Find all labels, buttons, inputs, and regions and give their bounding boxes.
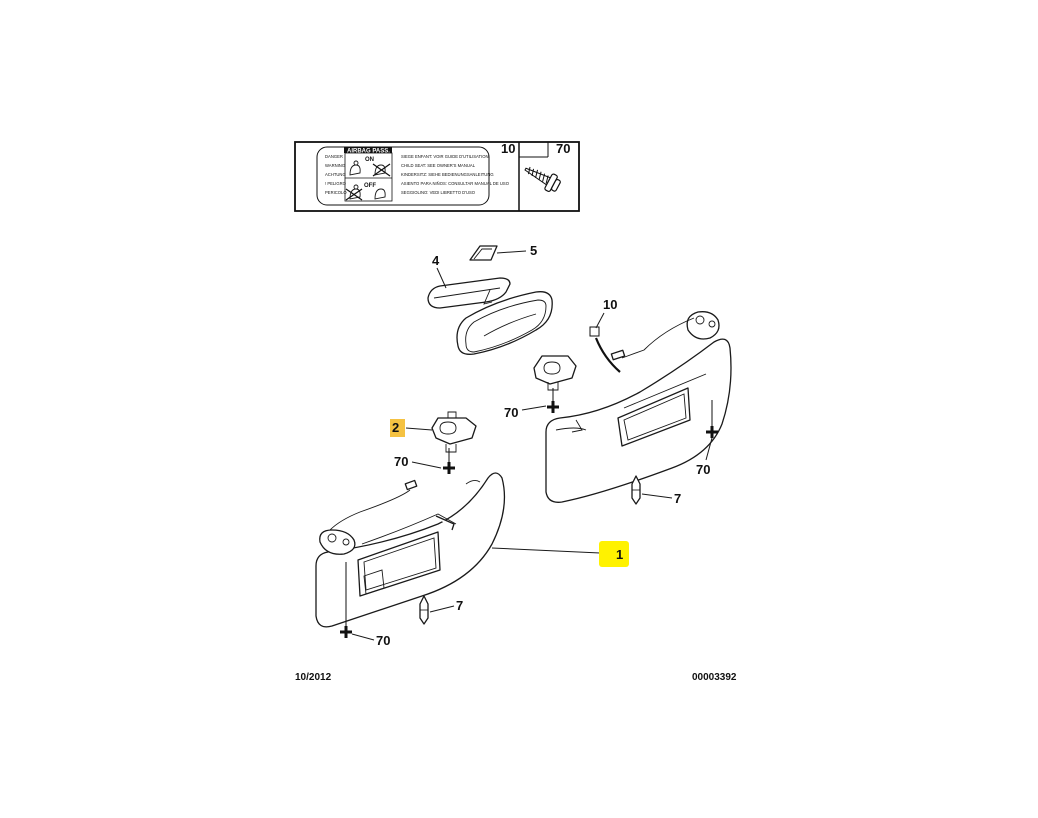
airbag-label-title: AIRBAG PASS. — [347, 149, 390, 155]
callout-70-left-visor: 70 — [376, 633, 390, 648]
airbag-warning-label: AIRBAG PASS. ON OFF DANGER WARNING — [316, 146, 510, 206]
child-seat-icon — [349, 160, 361, 200]
label-line-2: CHILD SEAT: SEE OWNER'S MANUAL — [401, 163, 476, 168]
callout-7-right: 7 — [674, 491, 681, 506]
plus-marker — [547, 388, 559, 413]
callout-2-highlight — [390, 419, 405, 437]
header-col-10: 10 — [501, 141, 515, 156]
plus-marker — [706, 400, 718, 438]
part-4-rear-view-mirror — [427, 277, 553, 355]
footer-date: 10/2012 — [295, 672, 332, 683]
callout-1-highlight — [599, 541, 629, 567]
header-col-70: 70 — [556, 141, 570, 156]
left-sun-visor — [315, 472, 506, 628]
right-sun-visor — [545, 311, 732, 503]
label-line-5: SEGGIOLINO: VEDI LIBRETTO D'USO — [401, 190, 476, 195]
callout-5: 5 — [530, 243, 537, 258]
label-line-1: SIEGE ENFANT: VOIR GUIDE D'UTILISATION — [401, 154, 489, 159]
crossed-seat-icon — [345, 163, 391, 201]
label-line-4: ASIENTO PARA NIÑOS: CONSULTAR MANUAL DE … — [401, 181, 510, 186]
warn-word-1: DANGER — [325, 154, 343, 159]
warn-word-3: ACHTUNG — [325, 172, 346, 177]
label-line-3: KINDERSITZ: SIEHE BEDIENUNGSANLEITUNG — [401, 172, 494, 177]
callout-1: 1 — [616, 547, 623, 562]
plus-marker — [340, 562, 352, 638]
part-2-visor-clip — [431, 411, 477, 453]
part-7-bulb — [419, 595, 429, 625]
header-table: 10 70 AIRBAG PASS. ON OFF — [294, 141, 580, 212]
callout-2: 2 — [392, 420, 399, 435]
callout-70-right-clip: 70 — [504, 405, 518, 420]
callout-70-left-clip: 70 — [394, 454, 408, 469]
callout-7-left: 7 — [456, 598, 463, 613]
part-visor-clip-right — [533, 355, 577, 391]
callout-4: 4 — [432, 253, 440, 268]
part-7-bulb — [631, 475, 641, 505]
footer-reference-number: 00003392 — [692, 672, 737, 683]
screw-icon — [524, 166, 561, 192]
callout-10: 10 — [603, 297, 617, 312]
airbag-label-on: ON — [365, 157, 374, 163]
callout-70-right-visor: 70 — [696, 462, 710, 477]
part-5-mirror-bracket-cover — [469, 245, 498, 261]
airbag-label-off: OFF — [364, 183, 376, 189]
warn-word-5: PERICOLO — [325, 190, 347, 195]
warn-word-2: WARNING — [325, 163, 345, 168]
plus-marker — [443, 448, 455, 474]
warn-word-4: ! PELIGRO — [325, 181, 347, 186]
